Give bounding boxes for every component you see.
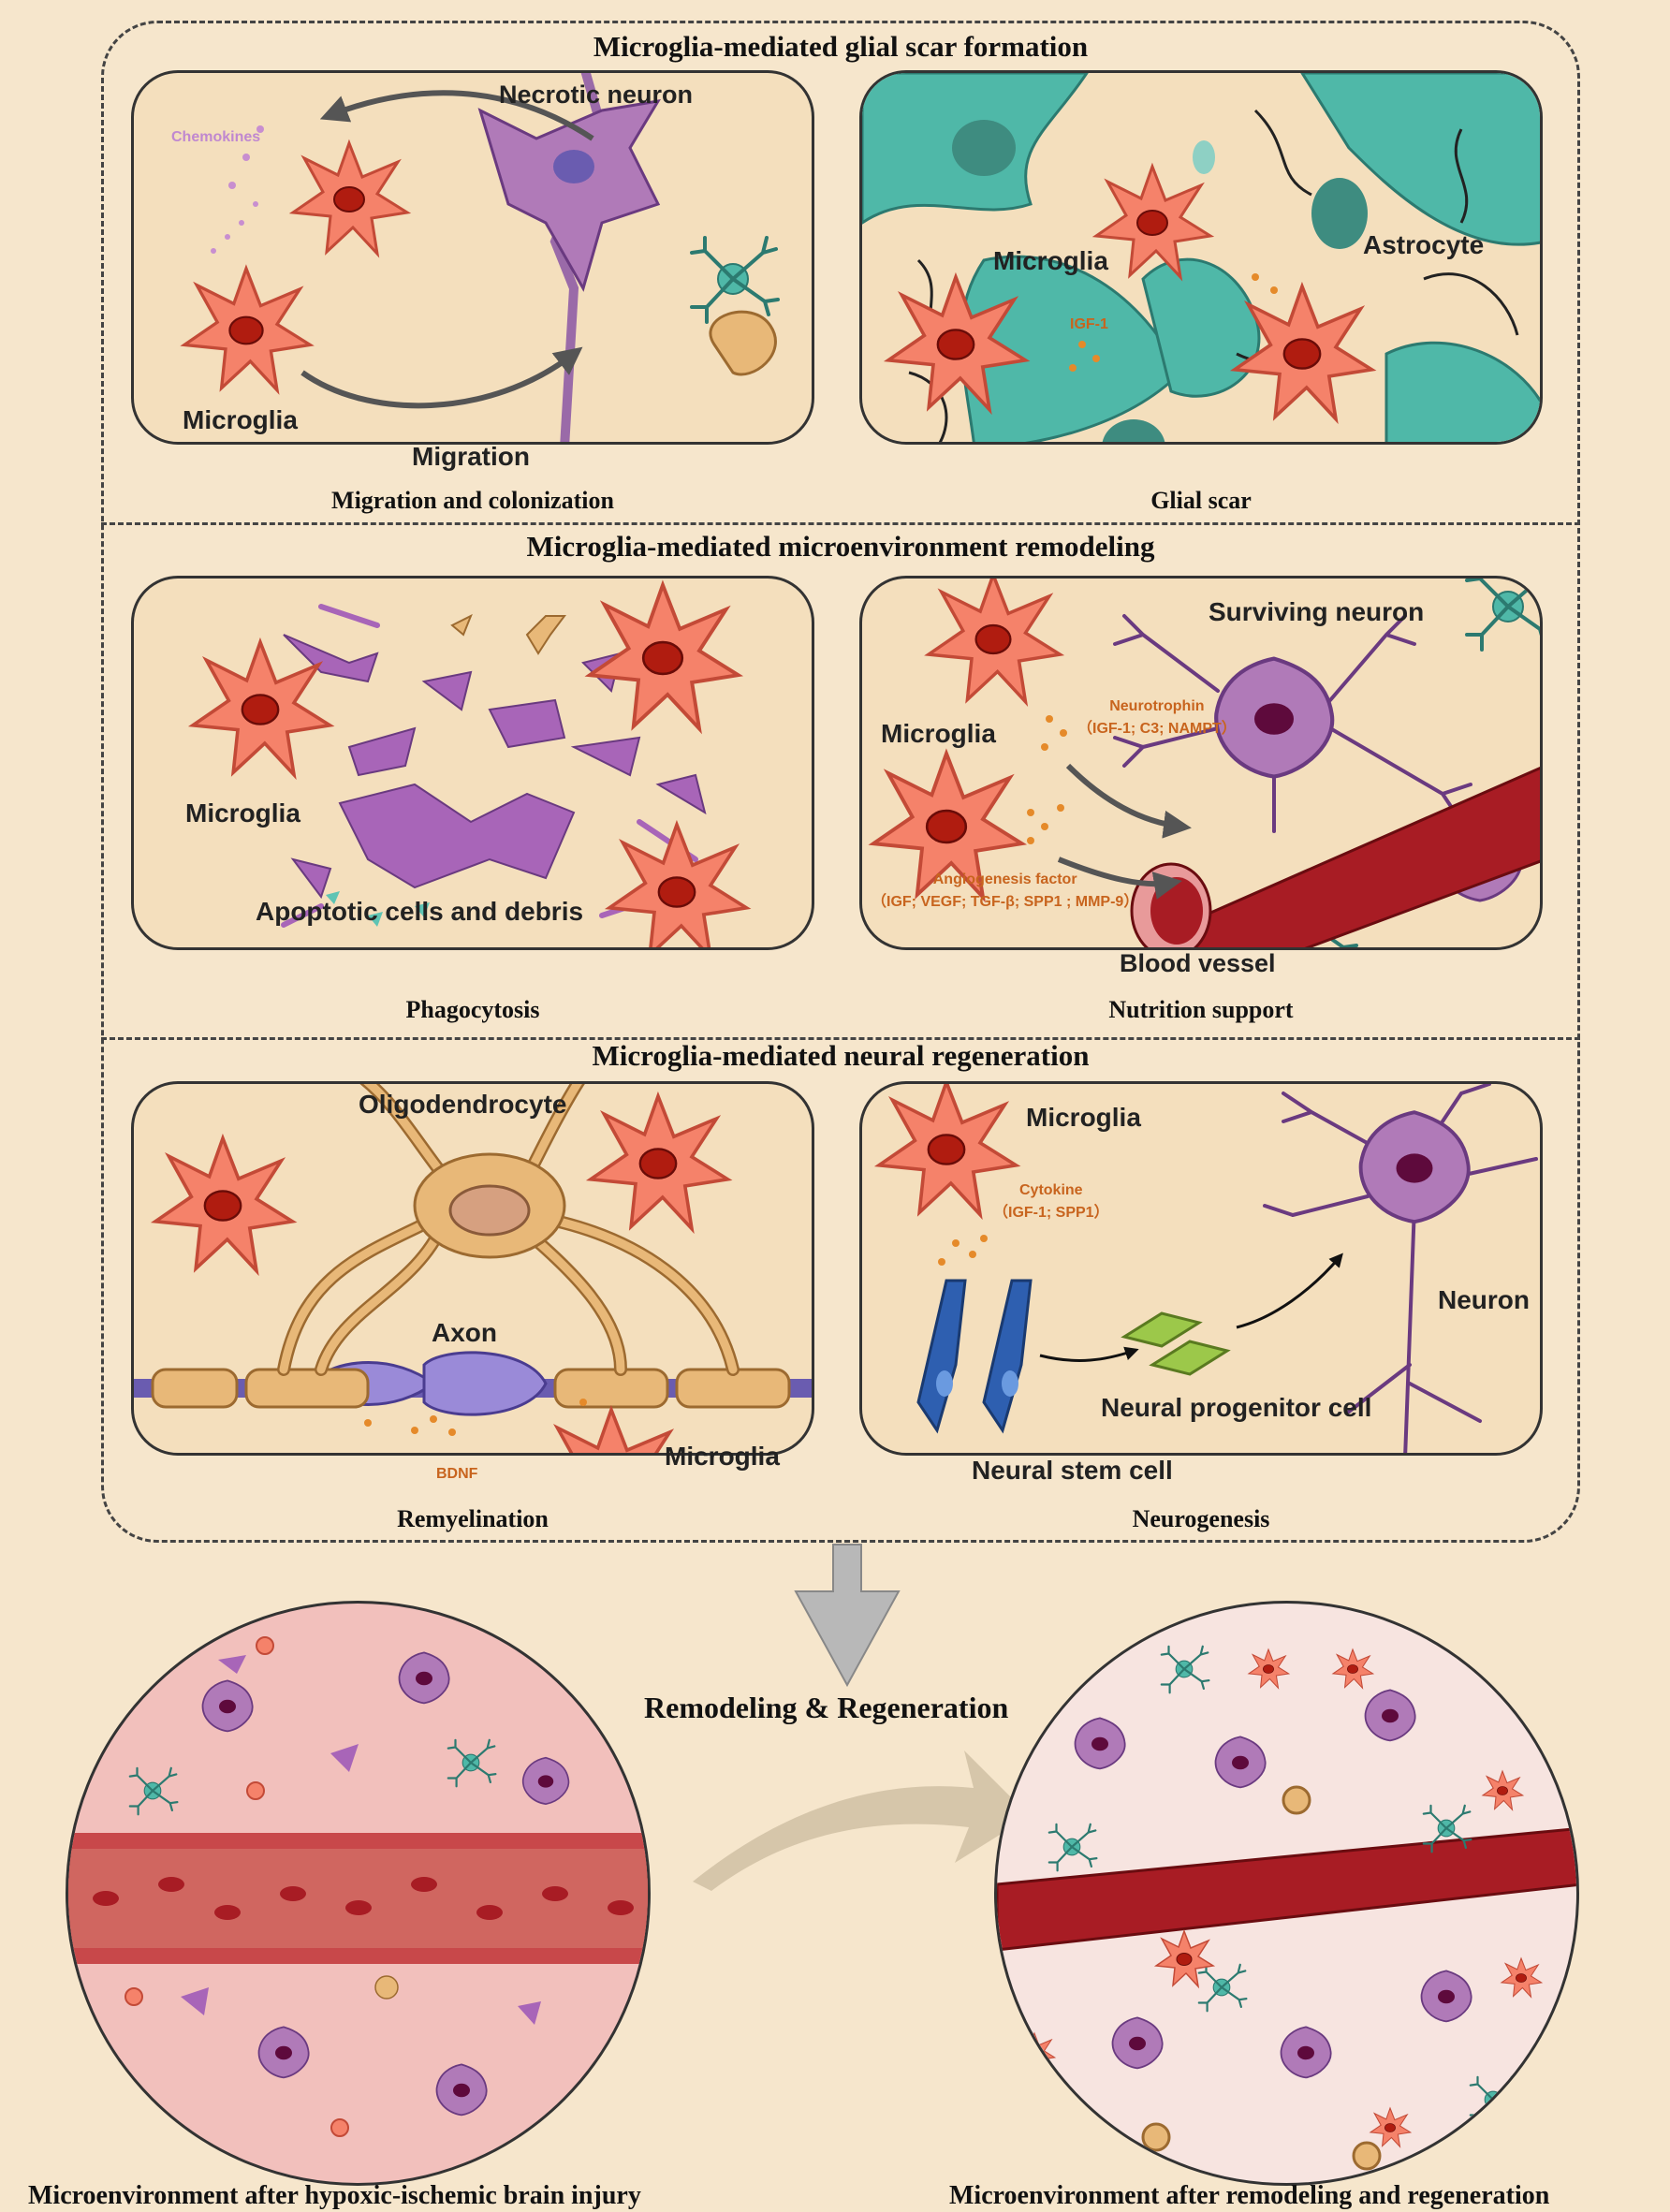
necrotic-neuron	[477, 98, 661, 292]
neuron	[1358, 1110, 1471, 1224]
label-necrotic-neuron: Necrotic neuron	[499, 81, 694, 109]
phagocytosis-illustration	[191, 583, 749, 947]
neural-stem-cell	[982, 1279, 1033, 1434]
label-bdnf: BDNF	[436, 1466, 478, 1482]
title-regenerated-microenvironment: Microenvironment after remodeling and re…	[949, 2181, 1550, 2210]
caption-neurogenesis: Neurogenesis	[1132, 1505, 1270, 1532]
panel-neurogenesis: Microglia Cytokine （IGF-1; SPP1） Neuron …	[859, 1081, 1543, 1456]
section-title-remodeling: Microglia-mediated microenvironment remo…	[526, 530, 1155, 563]
microglia-cell	[154, 1136, 295, 1273]
section-title-regeneration: Microglia-mediated neural regeneration	[592, 1039, 1090, 1072]
oligodendrocyte	[709, 310, 777, 376]
label-astrocyte: Astrocyte	[1363, 230, 1485, 259]
neural-progenitor-cell	[1149, 1340, 1231, 1376]
remyelination-illustration	[134, 1084, 812, 1453]
label-neurotrophin: Neurotrophin （IGF-1; C3; NAMPT）	[1077, 698, 1237, 737]
label-progenitor: Neural progenitor cell	[1101, 1393, 1372, 1422]
microglia-cell	[291, 141, 409, 256]
label-surviving-neuron: Surviving neuron	[1209, 597, 1425, 626]
panel-migration: Necrotic neuron Chemokines Microglia	[131, 70, 814, 445]
label-microglia: Microglia	[183, 405, 298, 434]
outer-dashed-frame	[101, 21, 1580, 1543]
caption-remyelination: Remyelination	[397, 1505, 549, 1532]
label-stem-cell: Neural stem cell	[972, 1456, 1173, 1485]
label-chemokines: Chemokines	[171, 129, 261, 145]
transition-arrows	[693, 1544, 1030, 1891]
injury-microenvironment-circle	[66, 1601, 651, 2186]
microglia-cell	[608, 823, 749, 947]
label-neuron: Neuron	[1438, 1285, 1530, 1314]
neurogenesis-illustration	[877, 1084, 1538, 1453]
panel-phagocytosis: Microglia Apoptotic cells and debris	[131, 576, 814, 950]
section-divider-1	[101, 522, 1580, 525]
panel-nutrition: Surviving neuron Microglia Neurotrophin …	[859, 576, 1543, 950]
neural-stem-cell	[916, 1279, 967, 1434]
chemokine-arrow	[319, 90, 594, 141]
migration-arrow	[300, 346, 583, 409]
panel-remyelination: Oligodendrocyte Axon	[131, 1081, 814, 1456]
label-debris: Apoptotic cells and debris	[256, 897, 584, 926]
label-migration: Migration	[412, 442, 530, 471]
neural-progenitor-cell	[1121, 1311, 1203, 1348]
label-angiogenesis-factor: Angiogenesis factor （IGF; VEGF; TGF-β; S…	[872, 872, 1139, 910]
label-microglia: Microglia	[665, 1442, 780, 1471]
label-microglia: Microglia	[993, 246, 1108, 275]
label-microglia: Microglia	[881, 719, 996, 748]
regenerated-microenvironment-circle	[994, 1601, 1579, 2186]
microglia-cell	[589, 1094, 730, 1231]
label-oligodendrocyte: Oligodendrocyte	[359, 1090, 567, 1119]
title-injury-microenvironment: Microenvironment after hypoxic-ischemic …	[28, 2181, 641, 2210]
label-cytokine: Cytokine （IGF-1; SPP1）	[993, 1182, 1109, 1221]
label-igf1: IGF-1	[1070, 316, 1108, 332]
nutrition-illustration	[872, 579, 1540, 947]
astrocyte	[690, 236, 780, 324]
microglia-cell	[542, 1408, 683, 1453]
injury-microenvironment-illustration	[68, 1636, 648, 2137]
blood-vessel	[1159, 766, 1540, 947]
label-microglia: Microglia	[1026, 1103, 1141, 1132]
section-divider-2	[101, 1037, 1580, 1040]
astrocyte	[1465, 579, 1540, 652]
caption-nutrition: Nutrition support	[1108, 996, 1294, 1023]
label-blood-vessel: Blood vessel	[1120, 949, 1276, 977]
label-axon: Axon	[432, 1318, 497, 1347]
migration-illustration	[183, 73, 780, 442]
caption-migration: Migration and colonization	[331, 487, 614, 514]
regenerated-microenvironment-illustration	[997, 1645, 1576, 2171]
microglia-cell	[191, 640, 332, 777]
label-microglia: Microglia	[185, 798, 300, 828]
panel-glial-scar: Microglia Astrocyte IGF-1	[859, 70, 1543, 445]
microglia-cell	[183, 267, 312, 392]
section-title-glial-scar: Microglia-mediated glial scar formation	[593, 30, 1089, 63]
label-remodeling-regeneration: Remodeling & Regeneration	[644, 1691, 1009, 1724]
caption-phagocytosis: Phagocytosis	[405, 996, 540, 1023]
caption-glial-scar: Glial scar	[1150, 487, 1252, 514]
microglia-cell	[927, 579, 1062, 704]
apoptotic-debris	[283, 634, 707, 900]
down-arrow	[794, 1544, 901, 1688]
glial-scar-illustration	[862, 73, 1540, 442]
remodeling-arrow	[693, 1751, 1030, 1891]
